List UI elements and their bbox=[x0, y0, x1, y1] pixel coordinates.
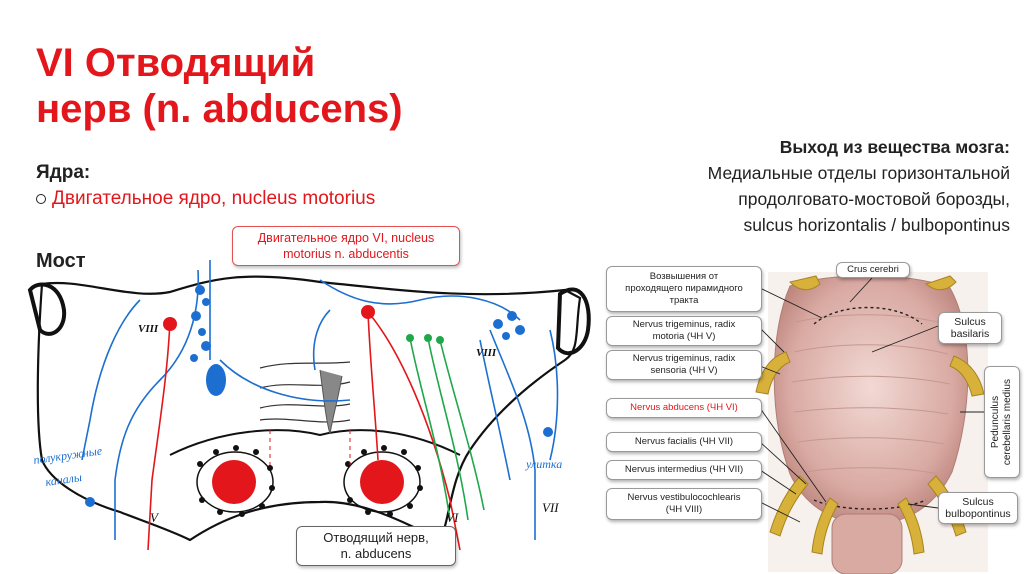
nuclei-heading: Ядра: bbox=[36, 162, 91, 183]
anat-label-sulcus-basilaris: Sulcus basilaris bbox=[938, 312, 1002, 344]
anat-label-abducens: Nervus abducens (ЧН VI) bbox=[606, 398, 762, 418]
anat-label-vestibulocochlearis: Nervus vestibulocochlearis (ЧН VIII) bbox=[606, 488, 762, 520]
anat-label-trigeminus-sensoria: Nervus trigeminus, radix sensoria (ЧН V) bbox=[606, 350, 762, 380]
anat-label-trigeminus-motoria: Nervus trigeminus, radix motoria (ЧН V) bbox=[606, 316, 762, 346]
anat-label-intermedius: Nervus intermedius (ЧН VII) bbox=[606, 460, 762, 480]
nucleus-callout: Двигательное ядро VI, nucleus motorius n… bbox=[232, 226, 460, 266]
hand-label-v: V bbox=[150, 510, 160, 525]
nerve-callout: Отводящий нерв, n. abducens bbox=[296, 526, 456, 566]
abducens-nucleus-left bbox=[163, 317, 177, 331]
title-line-2: нерв (n. abducens) bbox=[36, 87, 403, 131]
hand-label-viii-left: VIII bbox=[138, 323, 159, 335]
anat-label-crus-cerebri: Crus cerebri bbox=[836, 262, 910, 278]
slide-title: VI Отводящий нерв (n. abducens) bbox=[36, 40, 556, 132]
hand-label-canals-1: полукружные bbox=[32, 443, 103, 467]
pons-outline bbox=[36, 275, 582, 542]
left-red-mass bbox=[212, 460, 256, 504]
exit-heading: Выход из вещества мозга: bbox=[779, 137, 1010, 157]
anat-label-facialis: Nervus facialis (ЧН VII) bbox=[606, 432, 762, 452]
pons-left-lobe bbox=[27, 282, 67, 336]
right-pontine-region bbox=[343, 451, 421, 513]
pons-mid-arc bbox=[169, 429, 461, 456]
nerve-callout-line-2: n. abducens bbox=[340, 546, 412, 561]
hand-label-canals-2: каналы bbox=[44, 470, 82, 489]
nuclei-item-text: Двигательное ядро, nucleus motorius bbox=[52, 188, 376, 209]
hand-label-vii: VII bbox=[542, 500, 559, 515]
title-line-1: VI Отводящий bbox=[36, 41, 316, 85]
nuclei-item: Двигательное ядро, nucleus motorius bbox=[36, 186, 375, 212]
exit-line-1: Медиальные отделы горизонтальной bbox=[707, 163, 1010, 183]
nerve-callout-line-1: Отводящий нерв, bbox=[323, 530, 429, 545]
exit-line-2: продолговато-мостовой борозды, bbox=[738, 189, 1010, 209]
exit-line-3: sulcus horizontalis / bulbopontinus bbox=[743, 215, 1010, 235]
hand-label-viii-right: VIII bbox=[476, 347, 497, 359]
nucleus-callout-line-1: Двигательное ядро VI, nucleus bbox=[257, 231, 435, 245]
exit-block: Выход из вещества мозга: Медиальные отде… bbox=[550, 134, 1010, 238]
anat-label-sulcus-bulbopontinus: Sulcus bulbopontinus bbox=[938, 492, 1018, 524]
nucleus-callout-line-2: motorius n. abducentis bbox=[283, 247, 409, 261]
left-pontine-region bbox=[196, 451, 274, 513]
anat-label-pyramidal: Возвышения от проходящего пирамидного тр… bbox=[606, 266, 762, 312]
pons-label: Мост bbox=[36, 250, 86, 272]
abducens-nucleus-right bbox=[361, 305, 375, 319]
hand-label-vi: VI bbox=[446, 510, 459, 525]
hand-label-cochlea: улитка bbox=[525, 457, 562, 471]
brainstem-illustration bbox=[755, 272, 988, 574]
brainstem-anatomy-panel: Возвышения от проходящего пирамидного тр… bbox=[600, 262, 1024, 574]
nuclei-block: Ядра: Двигательное ядро, nucleus motoriu… bbox=[36, 160, 375, 212]
pons-right-lobe bbox=[555, 287, 591, 356]
circle-bullet-icon bbox=[36, 194, 46, 204]
right-red-mass bbox=[360, 460, 404, 504]
anat-label-peduncle: Pedunculus cerebellaris medius bbox=[984, 366, 1020, 478]
pons-cross-section-diagram: VIII VIII полукружные каналы улитка V VI… bbox=[27, 260, 591, 551]
